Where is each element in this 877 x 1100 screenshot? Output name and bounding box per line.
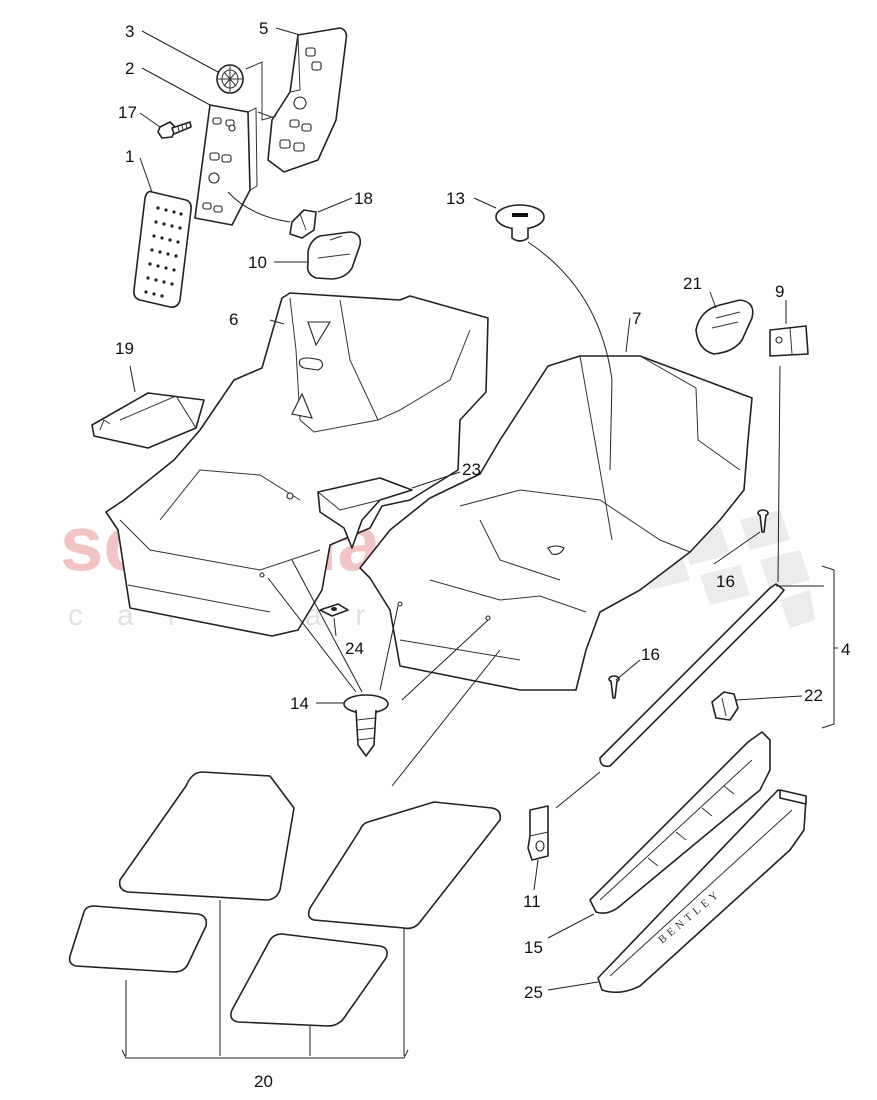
callout-23: 23 xyxy=(462,460,481,479)
callout-labels: 3 2 17 1 5 18 13 10 21 9 6 7 19 23 16 24… xyxy=(115,19,850,1091)
pedal-bracket-2 xyxy=(194,104,258,226)
pedal-pad-1 xyxy=(133,190,192,308)
sill-strip xyxy=(599,583,785,768)
bracket-9 xyxy=(769,325,809,357)
callout-16-lower: 16 xyxy=(641,645,660,664)
footrest-bracket-5 xyxy=(267,27,348,173)
callout-19: 19 xyxy=(115,339,134,358)
washer-24 xyxy=(319,603,349,617)
clip-18 xyxy=(289,209,317,239)
callout-21: 21 xyxy=(683,274,702,293)
screw-16-lower xyxy=(608,675,620,699)
tunnel-cover-23 xyxy=(317,477,413,549)
callout-25: 25 xyxy=(524,983,543,1002)
callout-15: 15 xyxy=(524,938,543,957)
callout-18: 18 xyxy=(354,189,373,208)
callout-11: 11 xyxy=(523,892,541,911)
callout-7: 7 xyxy=(632,309,641,328)
callout-14: 14 xyxy=(290,694,309,713)
callout-3: 3 xyxy=(125,22,134,41)
plug-13 xyxy=(495,204,545,242)
leader-lines xyxy=(121,27,838,1059)
pad-10 xyxy=(306,231,362,280)
callout-6: 6 xyxy=(229,310,238,329)
grommet-3 xyxy=(216,64,244,94)
callout-4: 4 xyxy=(841,640,850,659)
trim-21 xyxy=(695,299,754,355)
rear-carpet-7 xyxy=(359,355,753,691)
bolt-17 xyxy=(157,121,192,139)
front-carpet-6 xyxy=(105,292,489,637)
screw-16-upper xyxy=(757,509,769,533)
callout-1: 1 xyxy=(125,147,134,166)
callout-17: 17 xyxy=(118,103,137,122)
sill-trim-15 xyxy=(589,731,771,914)
callout-2: 2 xyxy=(125,59,134,78)
bracket-11 xyxy=(527,805,549,861)
callout-20: 20 xyxy=(254,1072,273,1091)
callout-9: 9 xyxy=(775,282,784,301)
callout-16-upper: 16 xyxy=(716,572,735,591)
callout-10: 10 xyxy=(248,253,267,272)
floor-mats-20 xyxy=(68,771,502,1027)
push-rivet-14 xyxy=(343,694,389,757)
callout-24: 24 xyxy=(345,639,364,658)
callout-5: 5 xyxy=(259,19,268,38)
clip-22 xyxy=(711,691,739,721)
box-19 xyxy=(91,392,205,449)
callout-22: 22 xyxy=(804,686,823,705)
callout-13: 13 xyxy=(446,189,465,208)
